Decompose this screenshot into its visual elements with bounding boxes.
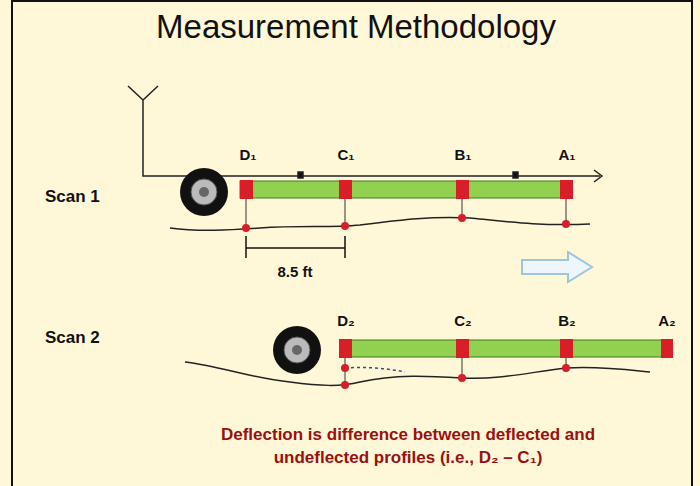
sensor-label: B₁ xyxy=(454,146,471,163)
sensor-label: A₂ xyxy=(658,312,676,329)
sensor-label: D₁ xyxy=(239,146,256,163)
sensor-label: C₁ xyxy=(337,146,354,163)
caption-note: Deflection is difference between deflect… xyxy=(208,424,608,470)
scan1-dots xyxy=(242,214,570,232)
road-profile xyxy=(170,217,590,230)
wheel xyxy=(180,168,228,216)
dimension-line xyxy=(246,236,345,258)
scan2-sensors xyxy=(345,358,566,385)
scan-label: Scan 1 xyxy=(45,187,100,207)
frame xyxy=(12,1,692,486)
scan2-bar xyxy=(339,339,673,358)
scan1-frame xyxy=(128,86,602,182)
scan2-dots xyxy=(341,364,570,389)
scan-label: Scan 2 xyxy=(45,328,100,348)
undeflected-profile xyxy=(345,368,405,373)
sensor-label: B₂ xyxy=(558,312,576,329)
direction-arrow xyxy=(522,252,592,282)
sensor-label: C₂ xyxy=(454,312,472,329)
scan1-bar xyxy=(240,180,573,199)
sensor-label: D₂ xyxy=(337,312,355,329)
sensor-label: A₁ xyxy=(558,146,575,163)
wheel xyxy=(273,326,321,374)
slide-title: Measurement Methodology xyxy=(156,8,556,46)
deflected-profile xyxy=(185,362,650,385)
dimension-label: 8.5 ft xyxy=(277,263,312,280)
